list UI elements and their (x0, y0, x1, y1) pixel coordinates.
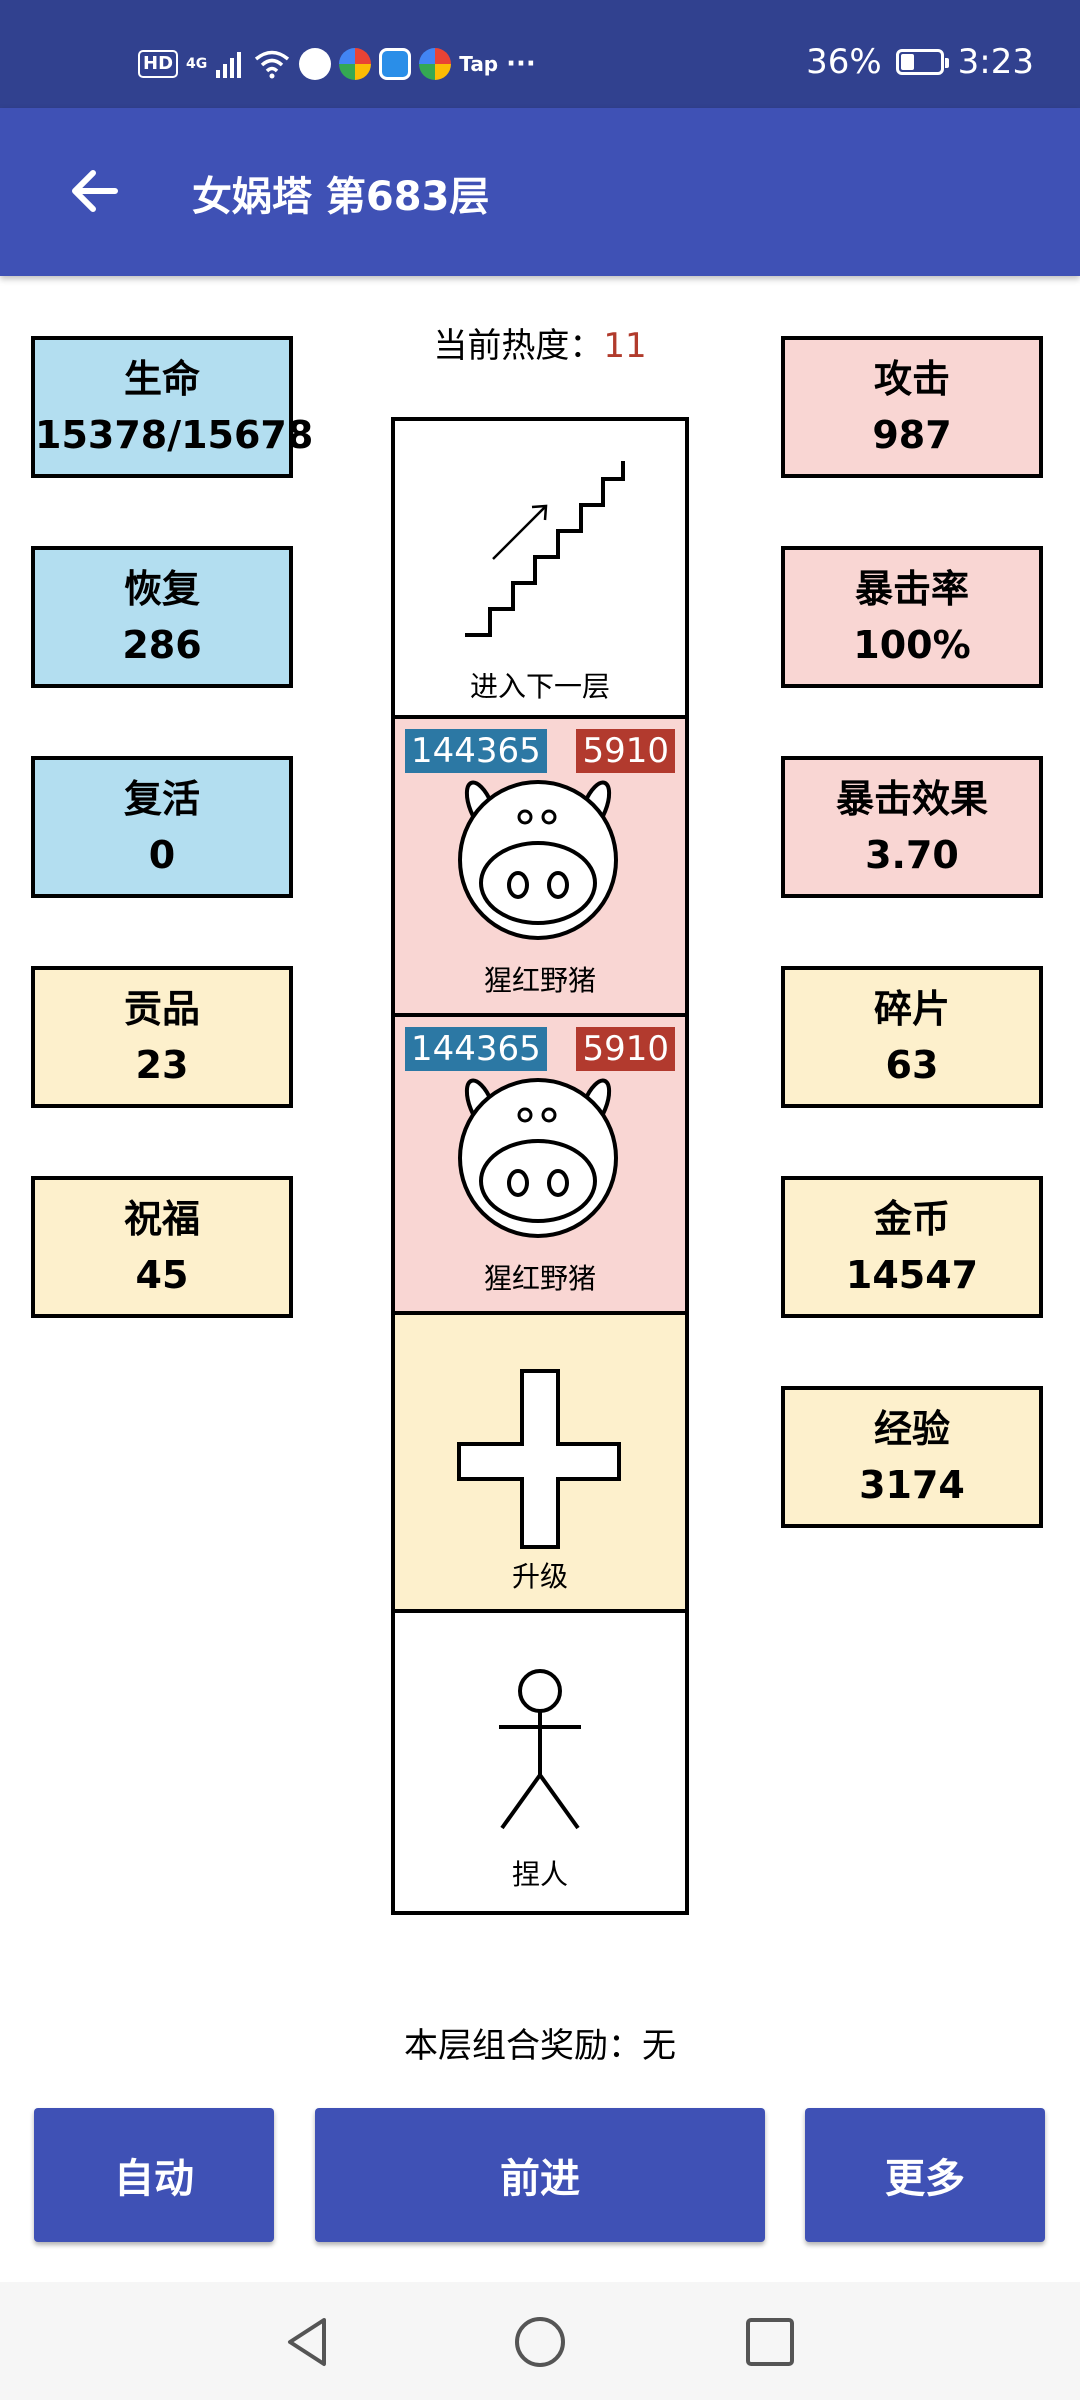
stat-label: 恢复 (123, 567, 200, 611)
stat-label: 祝福 (123, 1197, 200, 1241)
monster-hp-badge: 144365 (405, 729, 547, 773)
taptap-icon: Tap (459, 52, 499, 76)
tower-column: 进入下一层 144365 5910 猩红野猪 144365 (391, 417, 689, 1915)
stat-value: 3.70 (865, 833, 959, 877)
stat-blessing: 祝福 45 (31, 1176, 293, 1318)
stat-attack: 攻击 987 (781, 336, 1043, 478)
tower-cell-label: 猩红野猪 (483, 964, 596, 997)
stat-value: 3174 (859, 1463, 965, 1507)
system-nav-bar (0, 2282, 1080, 2400)
auto-button[interactable]: 自动 (34, 2108, 274, 2242)
stat-crit-rate: 暴击率 100% (781, 546, 1043, 688)
stat-experience: 经验 3174 (781, 1386, 1043, 1528)
tower-cell-upgrade[interactable]: 升级 (395, 1311, 685, 1609)
stick-figure-icon (499, 1669, 581, 1830)
pig-icon (458, 780, 618, 940)
battery-icon (895, 49, 949, 75)
app-bar: 女娲塔 第683层 (0, 108, 1080, 276)
hd-icon: HD (138, 50, 179, 78)
heat-indicator: 当前热度：11 (0, 318, 1080, 367)
stat-label: 暴击率 (854, 567, 969, 611)
arrow-left-icon (72, 170, 118, 212)
forward-button[interactable]: 前进 (315, 2108, 765, 2242)
tower-cell-label: 进入下一层 (469, 670, 610, 703)
battery-percent: 36% (806, 42, 882, 82)
tower-cell-stairs[interactable]: 进入下一层 (395, 421, 685, 719)
stat-crit-effect: 暴击效果 3.70 (781, 756, 1043, 898)
more-notifications-icon: ··· (506, 49, 536, 79)
stat-value: 987 (872, 413, 952, 457)
tower-cell-player[interactable]: 捏人 (395, 1609, 685, 1907)
stat-value: 23 (135, 1043, 189, 1087)
stat-label: 贡品 (123, 987, 200, 1031)
tower-cell-label: 猩红野猪 (483, 1262, 596, 1295)
network-4g-icon: 4G (186, 56, 208, 72)
nav-recents-icon[interactable] (738, 2310, 802, 2374)
stat-label: 碎片 (873, 987, 950, 1031)
nav-home-icon[interactable] (508, 2310, 572, 2374)
clock: 3:23 (957, 42, 1034, 82)
monster-attack-badge: 5910 (576, 729, 675, 773)
heat-label: 当前热度： (433, 326, 604, 366)
page-title: 女娲塔 第683层 (192, 174, 490, 220)
stat-gold: 金币 14547 (781, 1176, 1043, 1318)
stat-value: 286 (122, 623, 202, 667)
stat-value: 14547 (845, 1253, 979, 1297)
pig-icon (458, 1078, 618, 1238)
wifi-icon (253, 49, 291, 79)
plus-icon (457, 1369, 621, 1549)
stat-value: 0 (148, 833, 176, 877)
app-notification-icon (299, 48, 332, 80)
stat-label: 金币 (873, 1197, 950, 1241)
status-bar: HD 4G Tap ··· 36% 3:23 (0, 0, 1080, 108)
tower-cell-monster[interactable]: 144365 5910 猩红野猪 (395, 1013, 685, 1311)
heat-value: 11 (603, 326, 647, 366)
browser-notification-icon (379, 48, 412, 80)
stairs-up-icon (465, 461, 625, 637)
tower-cell-monster[interactable]: 144365 5910 猩红野猪 (395, 715, 685, 1013)
stat-label: 攻击 (873, 357, 950, 401)
stat-label: 经验 (873, 1407, 950, 1451)
stat-label: 复活 (123, 777, 200, 821)
stat-label: 暴击效果 (835, 777, 988, 821)
monster-attack-badge: 5910 (576, 1027, 675, 1071)
stat-revive: 复活 0 (31, 756, 293, 898)
more-button[interactable]: 更多 (805, 2108, 1045, 2242)
status-icons: HD 4G Tap ··· (138, 44, 536, 84)
stat-value: 63 (885, 1043, 939, 1087)
stat-life: 生命 15378/15678 (31, 336, 314, 478)
stat-value: 100% (853, 623, 971, 667)
stat-fragments: 碎片 63 (781, 966, 1043, 1108)
app-notification-icon (419, 48, 452, 80)
floor-reward-text: 本层组合奖励：无 (404, 2026, 676, 2066)
signal-icon (215, 50, 245, 78)
nav-back-icon[interactable] (276, 2310, 340, 2374)
stat-recovery: 恢复 286 (31, 546, 293, 688)
app-notification-icon (339, 48, 372, 80)
stat-value: 15378/15678 (35, 413, 314, 457)
stat-label: 生命 (123, 357, 200, 401)
stat-tribute: 贡品 23 (31, 966, 293, 1108)
tower-cell-label: 捏人 (511, 1858, 568, 1891)
monster-hp-badge: 144365 (405, 1027, 547, 1071)
back-button[interactable] (52, 148, 138, 234)
tower-cell-label: 升级 (511, 1560, 568, 1593)
stat-value: 45 (135, 1253, 189, 1297)
